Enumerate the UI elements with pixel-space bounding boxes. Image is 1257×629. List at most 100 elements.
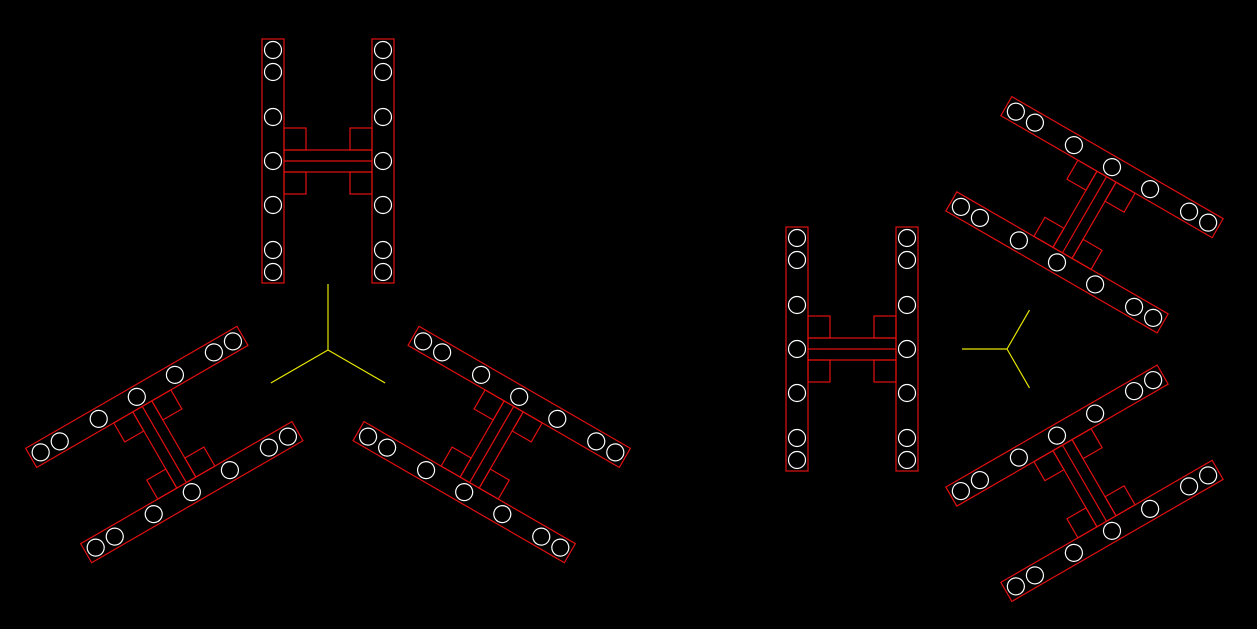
h-frame-component [352,325,632,564]
hole-circle [787,250,807,270]
right-rail [352,420,577,564]
crossbar-centerline [1061,444,1108,522]
hole-circle [278,427,298,446]
hole-circle [263,40,283,60]
hole-circle [1141,499,1160,518]
hole-circle [510,387,529,406]
bracket [283,171,307,195]
hole-circle [378,438,397,457]
hole-circle [787,295,807,315]
axis-marker-line [270,349,329,384]
hole-circle [223,332,243,351]
bracket [184,446,216,478]
hole-circle [548,409,567,428]
hole-circle [263,62,283,82]
h-frame-component [261,38,395,284]
hole-circle [373,262,393,282]
hole-circle [471,365,491,384]
left-rail [1000,459,1224,603]
hole-circle [165,365,185,384]
crossbar-centerline [1061,176,1108,254]
axis-marker-line [327,349,386,384]
left-rail [1000,95,1224,239]
bracket [349,127,373,151]
bracket [807,315,831,339]
hole-circle [1047,253,1067,272]
h-frame-component [785,226,919,472]
hole-circle [787,450,807,470]
hole-circle [1141,180,1160,199]
hole-circle [970,208,990,227]
bracket [1104,484,1136,517]
hole-circle [897,339,917,359]
h-frame-component [24,325,304,564]
crossbar-centerline [469,406,515,483]
bracket [1033,449,1065,482]
hole-circle [606,443,625,462]
hole-circle [373,40,393,60]
hole-circle [897,250,917,270]
axis-marker-line [1006,309,1031,350]
hole-circle [587,432,606,451]
hole-circle [1064,136,1083,155]
hole-circle [951,197,970,216]
bracket [1071,238,1103,271]
bracket [440,446,472,478]
hole-circle [1006,577,1025,596]
hole-circle [1102,158,1122,177]
hole-circle [263,262,283,282]
hole-circle [1144,371,1163,390]
crossbar-centerline [141,406,187,483]
hole-circle [263,240,283,260]
hole-circle [787,428,807,448]
hole-circle [787,339,807,359]
bracket [145,468,178,500]
hole-circle [263,195,283,215]
right-component-cluster [785,95,1224,603]
hole-circle [1179,477,1199,496]
hole-circle [493,505,512,524]
hole-circle [787,228,807,248]
bracket [1033,216,1065,249]
left-rail [407,325,632,469]
hole-circle [263,107,283,127]
hole-circle [532,527,551,546]
hole-circle [373,240,393,260]
hole-circle [1006,102,1025,121]
hole-circle [182,483,201,502]
bracket [1104,181,1136,214]
hole-circle [1124,297,1144,316]
hole-circle [416,461,436,480]
hole-circle [373,195,393,215]
hole-circle [413,332,433,351]
hole-circle [50,432,69,451]
hole-circle [1047,426,1067,445]
left-rail [79,420,304,564]
hole-circle [105,527,124,546]
bracket [112,411,145,443]
bracket [151,389,183,421]
hole-circle [897,450,917,470]
hole-circle [204,343,223,362]
bracket [873,359,897,383]
bracket [1066,159,1098,192]
hole-circle [897,228,917,248]
hole-circle [897,383,917,403]
hole-circle [1025,566,1045,585]
hole-circle [1144,308,1163,327]
bracket [349,171,373,195]
left-component-cluster [24,38,632,564]
hole-circle [220,461,240,480]
hole-circle [951,482,970,501]
hole-circle [144,505,163,524]
bracket [807,359,831,383]
hole-circle [373,151,393,171]
hole-circle [787,383,807,403]
hole-circle [897,295,917,315]
hole-circle [433,343,452,362]
right-rail [945,191,1169,334]
hole-circle [259,438,278,457]
hole-circle [86,538,105,557]
hole-circle [89,409,108,428]
